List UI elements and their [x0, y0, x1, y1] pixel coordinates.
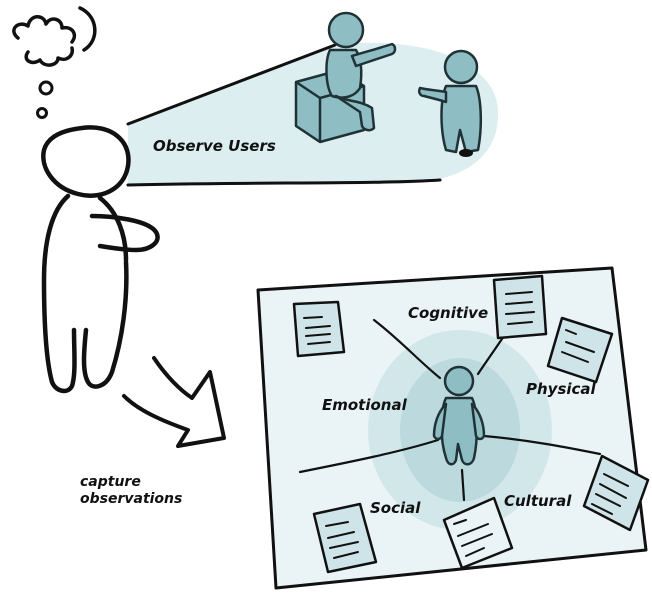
observer-arm: [89, 213, 160, 253]
thought-dot-small: [36, 107, 48, 119]
beam-edge-top: [126, 43, 337, 126]
capture-label-line2: observations: [80, 491, 183, 507]
observed-user-standing: [417, 49, 483, 157]
note-card-top-left: [292, 300, 346, 358]
beam-edge-bottom: [126, 178, 442, 187]
observer-body: [41, 193, 77, 394]
note-card-cognitive: [492, 274, 548, 340]
note-card-social: [312, 502, 378, 574]
note-card-center-bottom: [442, 496, 514, 570]
thought-bubble: [12, 6, 97, 67]
observed-user-sitting: [294, 11, 397, 144]
physical-label: Physical: [526, 380, 596, 398]
thought-dot-large: [38, 80, 54, 96]
cultural-label: Cultural: [504, 492, 572, 510]
capture-arrow: [122, 356, 226, 448]
note-card-cultural: [582, 454, 650, 532]
cognitive-label: Cognitive: [408, 304, 489, 322]
note-card-physical: [546, 316, 614, 384]
capture-label-line1: capture: [80, 474, 141, 490]
emotional-label: Emotional: [322, 396, 407, 414]
observer-head: [41, 125, 131, 198]
observer-figure: [41, 125, 160, 394]
center-user-figure: [432, 365, 486, 466]
social-label: Social: [370, 499, 421, 517]
observe-users-label: Observe Users: [153, 137, 276, 155]
